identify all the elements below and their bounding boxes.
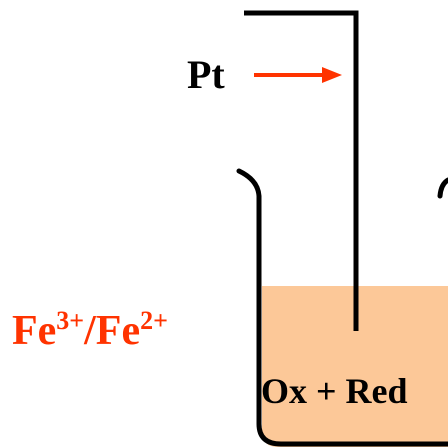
beaker-right-lip [437, 177, 448, 199]
ion1-charge: 3+ [56, 306, 84, 335]
solution-label: Ox + Red [261, 371, 408, 411]
beaker [236, 168, 448, 447]
ion2-symbol: Fe [96, 308, 140, 354]
couple-separator: / [83, 308, 97, 354]
pt-electrode-wire [244, 10, 359, 331]
ion1-symbol: Fe [12, 308, 56, 354]
electrode-label: Pt [187, 52, 225, 97]
pt-arrow-head [322, 67, 342, 83]
solution-fill [262, 286, 448, 447]
redox-couple-label: Fe3+/Fe2+ [12, 306, 168, 354]
ion2-charge: 2+ [140, 306, 168, 335]
